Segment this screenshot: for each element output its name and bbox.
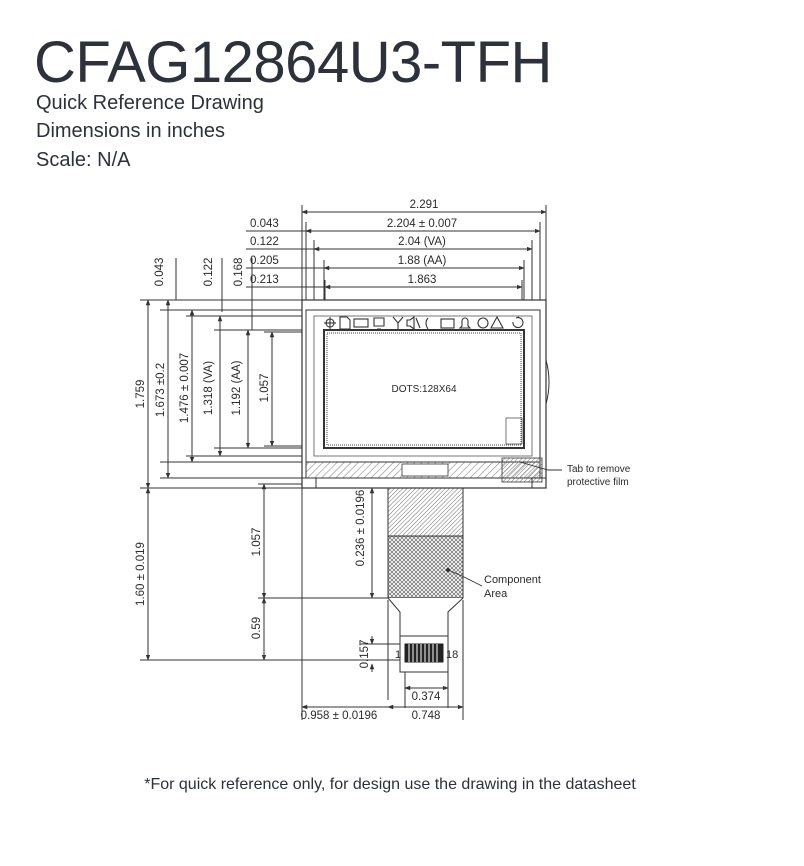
dim-0043-top: 0.043 [250,218,279,230]
subtitle-drawing-type: Quick Reference Drawing [36,92,264,114]
battery-icon [353,318,369,328]
dim-0043-left: 0.043 [154,258,166,287]
dim-0122-left: 0.122 [203,258,215,287]
warning-icon [490,315,504,329]
antenna-icon [392,316,404,329]
dim-204-va: 2.04 (VA) [398,236,446,248]
phone-icon [425,317,429,330]
subtitle-units: Dimensions in inches [36,120,225,142]
dim-0205-top: 0.205 [250,255,279,267]
footnote: *For quick reference only, for design us… [144,776,636,793]
display-dots-label: DOTS:128X64 [391,384,456,395]
dim-059: 0.59 [251,617,263,639]
dim-188-aa: 1.88 (AA) [398,255,447,267]
pin-1-label: 1 [395,649,401,661]
tab-callout-line2: protective film [567,477,629,488]
document-icon [339,316,351,330]
component-leader-line [447,569,483,587]
dim-2291: 2.291 [410,199,439,211]
dim-1863: 1.863 [408,274,437,286]
dim-1673: 1.673 ±0.2 [155,363,167,417]
envelope-icon [440,318,455,329]
bell-icon [458,317,472,329]
refresh-icon [512,316,524,329]
dim-160: 1.60 ± 0.019 [135,542,147,606]
dim-2204: 2.204 ± 0.007 [387,218,457,230]
dim-1759: 1.759 [135,380,147,409]
monitor-icon [373,317,385,330]
dim-1318-va: 1.318 (VA) [203,361,215,415]
page-title: CFAG12864U3-TFH [34,30,552,95]
dim-0958: 0.958 ± 0.0196 [301,710,378,722]
icon-row [324,315,524,331]
dim-0213-top: 0.213 [250,274,279,286]
tab-leader-line [519,461,562,471]
dim-0157: 0.157 [359,640,371,669]
dim-0168-left: 0.168 [233,258,245,287]
dim-1057-upper: 1.057 [259,374,271,403]
mute-icon [406,315,421,331]
dim-0374: 0.374 [412,691,441,703]
flex-cable [387,487,464,673]
clock-icon [477,317,489,329]
settings-icon [324,317,336,329]
dim-0122-top: 0.122 [250,236,279,248]
component-callout-line1: Component [484,574,541,586]
component-callout-line2: Area [484,588,508,600]
tab-callout-line1: Tab to remove [567,464,631,475]
dim-1476: 1.476 ± 0.007 [179,353,191,423]
subtitle-scale: Scale: N/A [36,149,131,171]
dim-0748: 0.748 [412,710,441,722]
lcd-module [301,299,550,489]
pin-18-label: 18 [446,649,458,661]
dim-1057-lower: 1.057 [251,528,263,557]
dim-0236: 0.236 ± 0.0196 [355,490,367,567]
dim-1192-aa: 1.192 (AA) [231,360,243,415]
